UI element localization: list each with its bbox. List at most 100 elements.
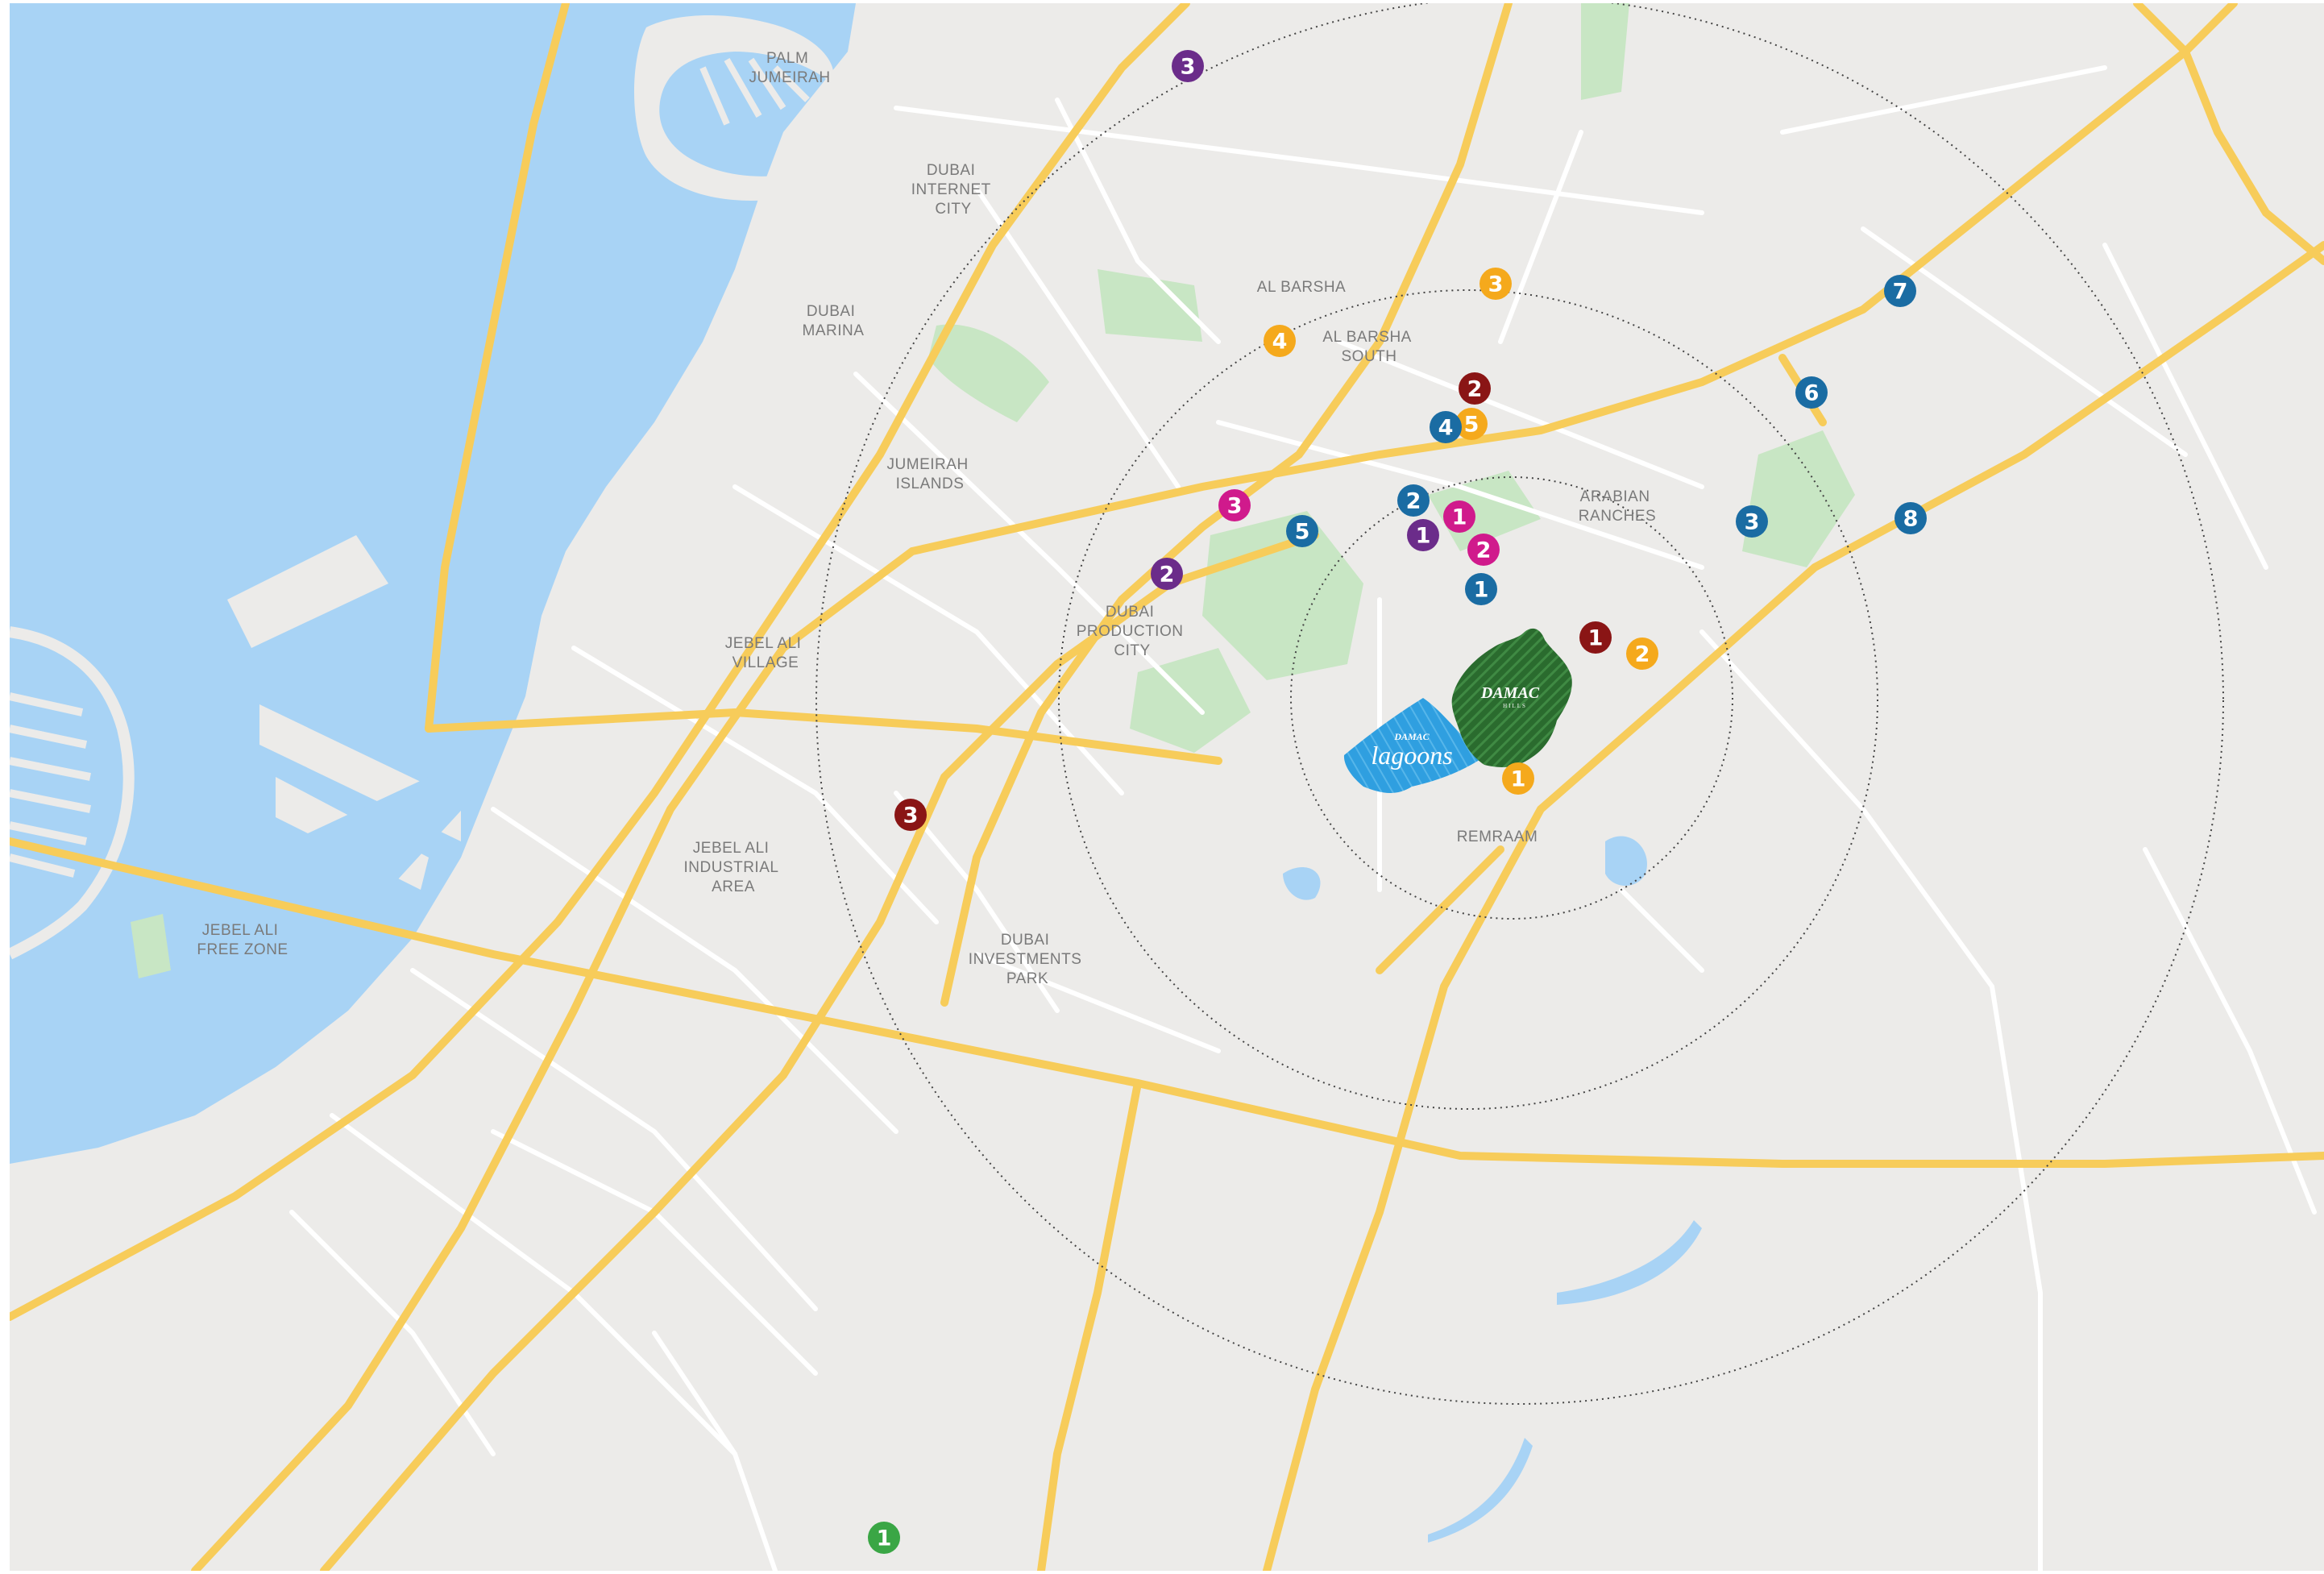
marker-dot[interactable] <box>1286 515 1318 547</box>
marker-dot[interactable] <box>868 1522 900 1554</box>
damac-lagoons-area[interactable] <box>1343 698 1484 793</box>
marker-dot[interactable] <box>1884 275 1916 307</box>
marker-magenta-2[interactable]: 2 <box>1467 534 1500 566</box>
marker-blue-3[interactable]: 3 <box>1736 505 1768 538</box>
label-dubai-production-city: DUBAI PRODUCTION CITY <box>1077 604 1189 659</box>
label-jebel-ali-free-zone: JEBEL ALI FREE ZONE <box>197 922 288 958</box>
marker-blue-7[interactable]: 7 <box>1884 275 1916 307</box>
marker-darkred-1[interactable]: 1 <box>1579 621 1612 654</box>
label-dubai-internet-city: DUBAI INTERNET CITY <box>911 162 995 218</box>
marker-number: 1 <box>1416 524 1431 549</box>
marker-dot[interactable] <box>1430 411 1462 443</box>
green-areas <box>131 3 1855 978</box>
marker-blue-8[interactable]: 8 <box>1894 502 1927 534</box>
marker-dot[interactable] <box>1894 502 1927 534</box>
marker-magenta-3[interactable]: 3 <box>1218 489 1251 521</box>
marker-number: 3 <box>1488 272 1504 297</box>
area-labels: PALM JUMEIRAH DUBAI INTERNET CITY DUBAI … <box>197 50 1656 987</box>
marker-dot[interactable] <box>1172 50 1204 82</box>
marker-dot[interactable] <box>1736 505 1768 538</box>
label-palm-jumeirah: PALM JUMEIRAH <box>749 50 830 86</box>
marker-number: 2 <box>1406 489 1421 514</box>
marker-number: 5 <box>1295 520 1310 545</box>
marker-dot[interactable] <box>1264 325 1296 357</box>
map-canvas[interactable]: DAMAC lagoons DAMAC HILLS PALM JUMEIRAH … <box>10 3 2324 1571</box>
marker-purple-3[interactable]: 3 <box>1172 50 1204 82</box>
radius-circles <box>815 3 2224 1405</box>
label-jebel-ali-village: JEBEL ALI VILLAGE <box>725 635 806 671</box>
marker-blue-6[interactable]: 6 <box>1795 376 1828 409</box>
marker-dot[interactable] <box>894 799 927 831</box>
marker-dot[interactable] <box>1455 408 1488 440</box>
marker-dot[interactable] <box>1218 489 1251 521</box>
marker-number: 7 <box>1893 280 1908 305</box>
marker-dot[interactable] <box>1465 573 1497 605</box>
marker-number: 3 <box>1181 55 1196 80</box>
damac-lagoons-logo[interactable]: DAMAC lagoons <box>1343 698 1484 793</box>
marker-number: 2 <box>1160 563 1175 588</box>
marker-dot[interactable] <box>1407 519 1439 551</box>
marker-orange-4[interactable]: 4 <box>1264 325 1296 357</box>
marker-dot[interactable] <box>1459 372 1491 405</box>
marker-purple-1[interactable]: 1 <box>1407 519 1439 551</box>
label-dubai-marina: DUBAI MARINA <box>803 303 865 339</box>
marker-dot[interactable] <box>1579 621 1612 654</box>
marker-dot[interactable] <box>1626 637 1658 670</box>
marker-number: 1 <box>1588 626 1604 651</box>
marker-orange-1[interactable]: 1 <box>1502 762 1534 795</box>
minor-roads <box>289 65 2317 1571</box>
palm-jebel-ali-island <box>10 626 135 960</box>
label-al-barsha: AL BARSHA <box>1257 279 1346 296</box>
damac-hills-area[interactable] <box>1451 628 1572 767</box>
marker-blue-5[interactable]: 5 <box>1286 515 1318 547</box>
marker-orange-3[interactable]: 3 <box>1479 268 1512 300</box>
marker-dot[interactable] <box>1397 484 1430 517</box>
marker-orange-5[interactable]: 5 <box>1455 408 1488 440</box>
marker-number: 4 <box>1272 330 1288 355</box>
map[interactable]: DAMAC lagoons DAMAC HILLS PALM JUMEIRAH … <box>10 3 2324 1571</box>
marker-number: 1 <box>1511 767 1526 792</box>
marker-number: 4 <box>1438 416 1454 441</box>
marker-number: 3 <box>1745 510 1760 535</box>
marker-number: 3 <box>1227 494 1243 519</box>
palm-jumeirah-island <box>634 15 864 205</box>
marker-darkred-2[interactable]: 2 <box>1459 372 1491 405</box>
marker-magenta-1[interactable]: 1 <box>1443 500 1475 533</box>
port-basin <box>276 777 477 986</box>
marker-number: 3 <box>903 804 919 829</box>
label-remraam: REMRAAM <box>1457 829 1538 845</box>
label-jebel-ali-industrial-area: JEBEL ALI INDUSTRIAL AREA <box>683 840 782 895</box>
marker-number: 1 <box>1474 578 1489 603</box>
marker-dot[interactable] <box>1479 268 1512 300</box>
highways <box>10 3 2324 1571</box>
marker-number: 8 <box>1903 507 1919 532</box>
marker-darkred-3[interactable]: 3 <box>894 799 927 831</box>
label-al-barsha-south: AL BARSHA SOUTH <box>1322 329 1415 365</box>
label-dubai-investments-park: DUBAI INVESTMENTS PARK <box>969 932 1086 987</box>
sea <box>10 3 856 1164</box>
marker-number: 2 <box>1467 377 1483 402</box>
label-arabian-ranches: ARABIAN RANCHES <box>1579 488 1656 525</box>
damac-lagoons-name: lagoons <box>1371 741 1452 770</box>
marker-number: 5 <box>1464 413 1479 438</box>
marker-number: 1 <box>1452 505 1467 530</box>
marker-blue-2[interactable]: 2 <box>1397 484 1430 517</box>
marker-dot[interactable] <box>1151 558 1183 590</box>
marker-dot[interactable] <box>1502 762 1534 795</box>
damac-lagoons-brand: DAMAC <box>1393 731 1430 742</box>
damac-hills-name: HILLS <box>1503 703 1527 709</box>
marker-dot[interactable] <box>1467 534 1500 566</box>
marker-blue-1[interactable]: 1 <box>1465 573 1497 605</box>
damac-hills-brand: DAMAC <box>1480 684 1540 702</box>
marker-purple-2[interactable]: 2 <box>1151 558 1183 590</box>
marker-green-1[interactable]: 1 <box>868 1522 900 1554</box>
marker-number: 6 <box>1804 381 1820 406</box>
marker-orange-2[interactable]: 2 <box>1626 637 1658 670</box>
label-jumeirah-islands: JUMEIRAH ISLANDS <box>887 456 973 492</box>
marker-blue-4[interactable]: 4 <box>1430 411 1462 443</box>
marker-dot[interactable] <box>1443 500 1475 533</box>
marker-number: 2 <box>1476 538 1492 563</box>
damac-hills-logo[interactable]: DAMAC HILLS <box>1451 628 1572 767</box>
marker-dot[interactable] <box>1795 376 1828 409</box>
